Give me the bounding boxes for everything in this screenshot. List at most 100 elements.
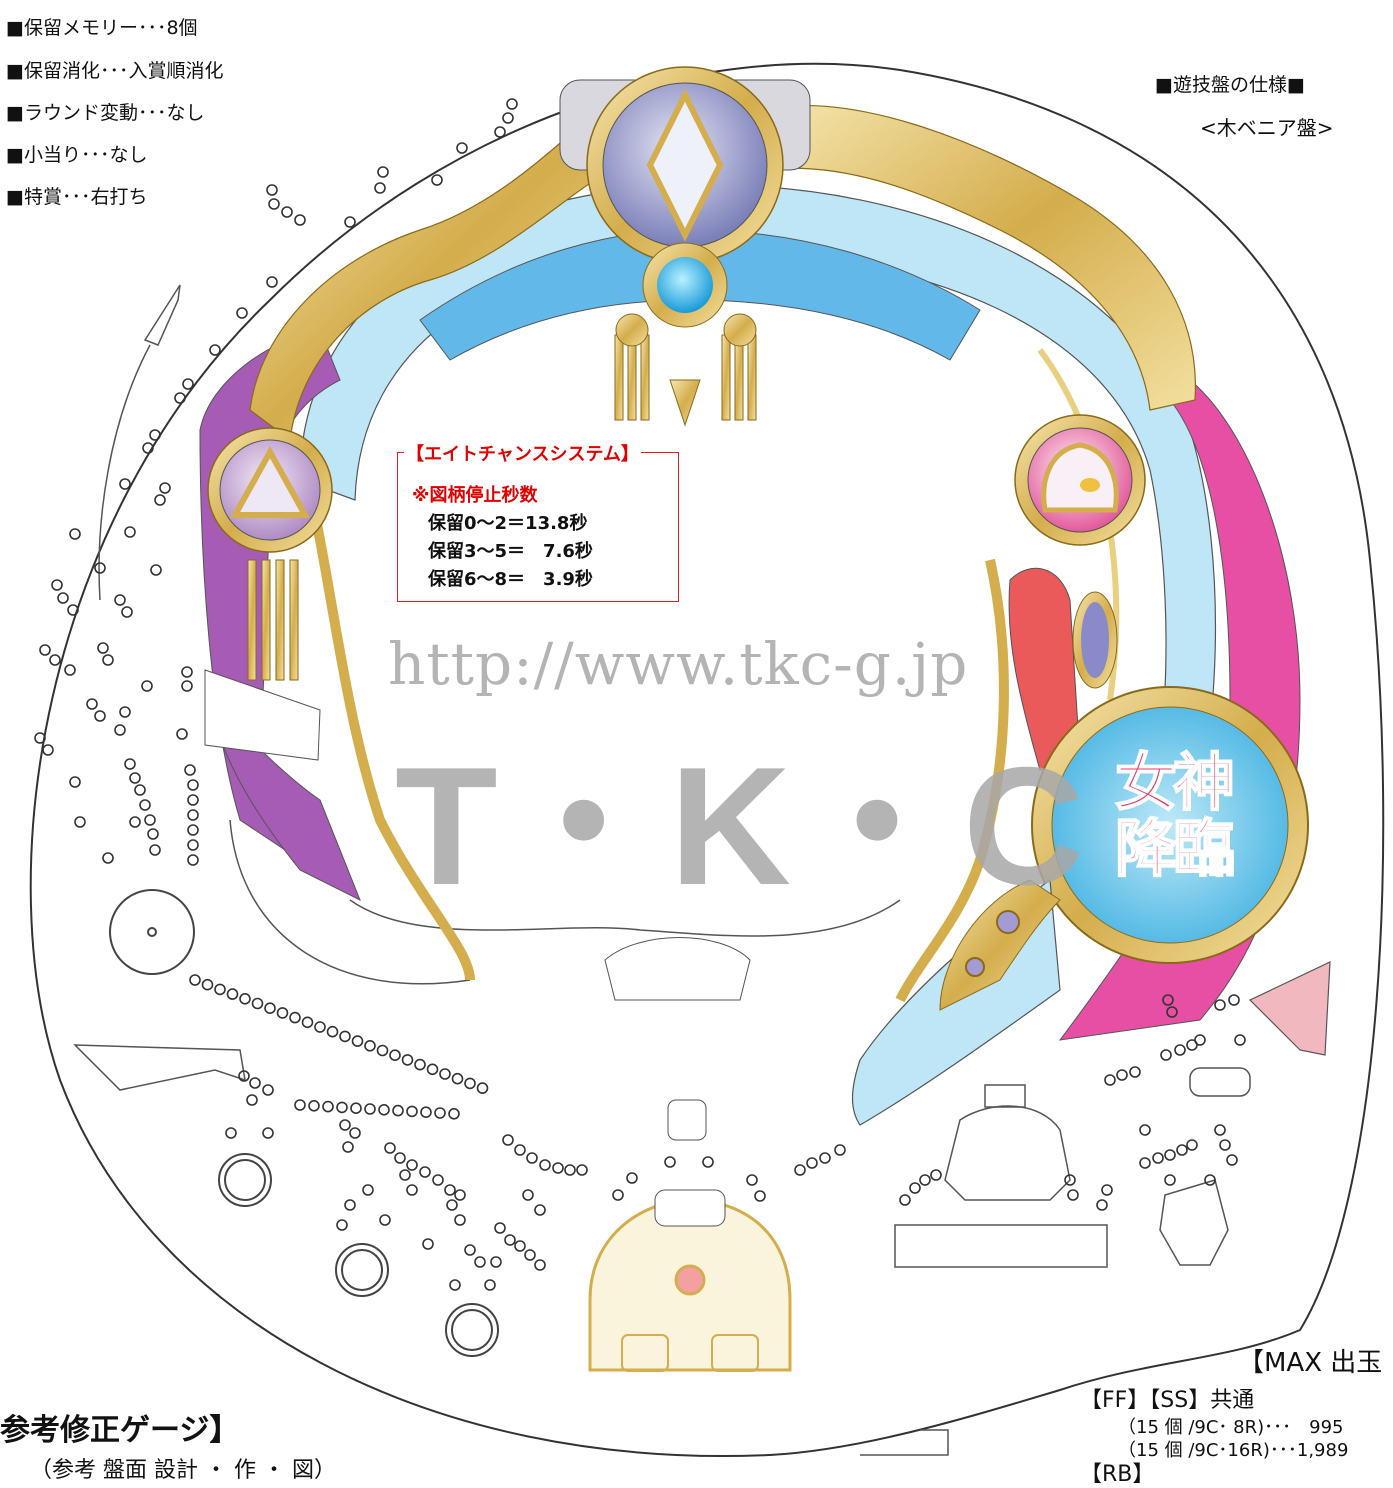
logo-line-1: 女神 bbox=[1114, 746, 1236, 819]
nail bbox=[214, 983, 226, 996]
nail bbox=[464, 1244, 476, 1256]
eight-chance-row-1: 保留0～2＝13.8秒 bbox=[428, 513, 588, 534]
left-guide-tip bbox=[143, 284, 181, 346]
nail bbox=[262, 1084, 274, 1096]
nail bbox=[819, 1152, 831, 1164]
nail bbox=[494, 126, 506, 138]
nail bbox=[626, 1172, 638, 1184]
nail bbox=[539, 1159, 551, 1171]
max-payout-row-16r: （15 個 /9C･16R)･･･1,989 bbox=[1118, 1440, 1349, 1461]
nail bbox=[364, 1103, 376, 1115]
nail bbox=[426, 1063, 439, 1076]
nail bbox=[276, 1007, 289, 1019]
watermark-brand: T・K・C bbox=[395, 732, 1087, 920]
nail bbox=[266, 276, 278, 288]
nail bbox=[1204, 1174, 1216, 1186]
spec-hold-memory: ■保留メモリー･･･8個 bbox=[6, 17, 198, 39]
wing-gem-1 bbox=[996, 910, 1020, 934]
nail bbox=[419, 1166, 431, 1178]
nail bbox=[262, 1127, 274, 1139]
nail bbox=[919, 1174, 931, 1186]
nail bbox=[439, 1068, 451, 1080]
nail bbox=[434, 1107, 446, 1119]
lower-right-gold bbox=[939, 879, 1061, 1011]
nail bbox=[362, 1184, 374, 1196]
nail bbox=[176, 728, 188, 740]
nail bbox=[406, 1105, 418, 1118]
nail bbox=[502, 1134, 514, 1146]
nail bbox=[294, 1099, 306, 1111]
nail bbox=[422, 1238, 434, 1250]
nail bbox=[119, 478, 131, 490]
nail bbox=[1116, 1069, 1128, 1081]
nail bbox=[226, 988, 239, 1000]
nail bbox=[34, 732, 46, 744]
nail bbox=[909, 1182, 921, 1194]
nail bbox=[344, 216, 356, 228]
nail bbox=[534, 1204, 546, 1216]
nail bbox=[102, 852, 114, 864]
nail bbox=[124, 526, 136, 538]
eight-chance-row-3: 保留6～8＝ 3.9秒 bbox=[428, 569, 593, 590]
nail bbox=[144, 814, 156, 826]
nail bbox=[350, 1102, 362, 1114]
nail bbox=[514, 1144, 526, 1156]
nail bbox=[1067, 1189, 1079, 1201]
board-outline bbox=[29, 62, 1385, 1457]
nail bbox=[364, 1040, 376, 1052]
frame-red-right bbox=[1008, 567, 1081, 771]
nail bbox=[754, 1190, 766, 1202]
left-orb bbox=[207, 427, 333, 681]
nail bbox=[414, 1058, 426, 1071]
nail bbox=[406, 1159, 418, 1171]
eight-chance-row-2: 保留3～5＝ 7.6秒 bbox=[428, 541, 593, 562]
right-pink-corner bbox=[1248, 961, 1331, 1056]
nail bbox=[399, 1169, 411, 1181]
nail bbox=[339, 1030, 351, 1043]
gold-strand-left bbox=[295, 448, 475, 981]
nail bbox=[504, 1234, 516, 1246]
logo-medallion bbox=[1031, 686, 1309, 964]
nail bbox=[514, 1240, 526, 1252]
nail bbox=[268, 198, 280, 210]
nail bbox=[69, 776, 81, 788]
nail bbox=[266, 184, 278, 196]
nail bbox=[1228, 994, 1240, 1006]
spec-round-change: ■ラウンド変動･･･なし bbox=[6, 102, 205, 124]
nail bbox=[49, 654, 61, 666]
nail bbox=[1164, 1149, 1176, 1161]
nail bbox=[389, 1049, 401, 1061]
nail bbox=[69, 528, 81, 540]
nail bbox=[476, 1082, 489, 1094]
nail bbox=[249, 1077, 261, 1089]
nail bbox=[474, 1256, 486, 1268]
nail bbox=[119, 706, 131, 718]
nail bbox=[51, 579, 63, 591]
nail bbox=[702, 1156, 714, 1168]
nail bbox=[1129, 1066, 1141, 1078]
nail bbox=[449, 1279, 461, 1291]
spec-small-hit: ■小当り･･･なし bbox=[6, 144, 148, 166]
nail bbox=[376, 1044, 389, 1057]
board-spec-title: ■遊技盤の仕様■ bbox=[1155, 74, 1305, 96]
left-windmill bbox=[204, 669, 321, 761]
nail bbox=[344, 1199, 356, 1211]
nail bbox=[1101, 1184, 1113, 1196]
wing-gem-2 bbox=[965, 957, 985, 977]
nail bbox=[446, 1199, 458, 1211]
eight-chance-box: ※図柄停止秒数 保留0～2＝13.8秒 保留3～5＝ 7.6秒 保留6～8＝ 3… bbox=[397, 452, 679, 602]
nail bbox=[64, 664, 76, 676]
nail bbox=[181, 680, 193, 692]
nail bbox=[349, 1127, 361, 1139]
left-guide-rail bbox=[98, 344, 151, 601]
nail bbox=[322, 1100, 334, 1113]
nail bbox=[187, 779, 199, 791]
nail bbox=[930, 1169, 942, 1181]
nail bbox=[406, 1184, 418, 1196]
round-pockets bbox=[109, 889, 499, 1357]
nail bbox=[236, 307, 248, 319]
logo-line-2: 降臨 bbox=[1114, 812, 1236, 885]
inner-rail bbox=[229, 819, 901, 985]
nail bbox=[174, 392, 186, 404]
nail bbox=[39, 644, 51, 656]
